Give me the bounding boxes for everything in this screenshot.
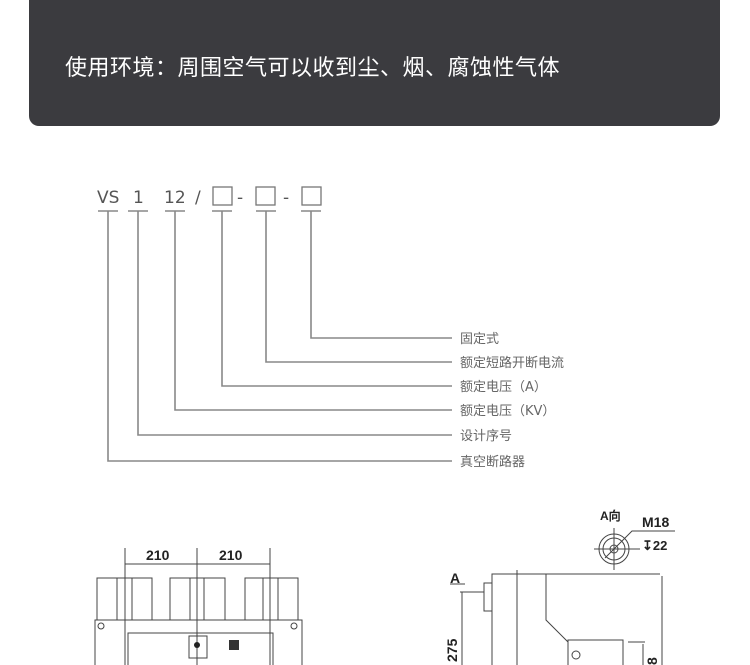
code-slash: / (195, 188, 201, 208)
a-view-label: A向 (600, 508, 621, 523)
side-arrow-label: A (450, 570, 460, 586)
code-voltage: 12 (164, 188, 186, 208)
side-view-drawing: A 275 8 (444, 570, 663, 665)
code-dash-1: - (237, 188, 243, 208)
code-vs: VS (97, 188, 119, 208)
side-height-dim: 275 (444, 638, 460, 662)
label-design-number: 设计序号 (460, 429, 512, 444)
environment-banner: 使用环境：周围空气可以收到尘、烟、腐蚀性气体 (29, 0, 720, 126)
front-dim-right: 210 (219, 547, 243, 563)
code-design: 1 (133, 188, 144, 208)
label-rated-voltage: 额定电压（KV） (460, 404, 555, 419)
label-vacuum-breaker: 真空断路器 (460, 454, 525, 470)
front-dim-left: 210 (146, 547, 170, 563)
front-view-drawing: 210 210 (94, 547, 303, 665)
depth-label: ↧22 (642, 538, 667, 553)
label-breaking-current: 额定短路开断电流 (460, 355, 564, 371)
label-fixed: 固定式 (460, 332, 499, 347)
side-height-dim-2: 8 (644, 657, 660, 665)
code-box-breaking (255, 186, 276, 206)
label-rated-current: 额定电压（A） (460, 380, 547, 395)
code-dash-2: - (283, 188, 289, 208)
thread-label: M18 (642, 514, 669, 530)
leader-lines (107, 211, 452, 462)
code-box-current (212, 186, 233, 206)
a-view-detail: A向 M18 ↧22 (594, 508, 675, 570)
code-box-fixed (301, 186, 322, 206)
environment-text: 使用环境：周围空气可以收到尘、烟、腐蚀性气体 (65, 56, 561, 81)
